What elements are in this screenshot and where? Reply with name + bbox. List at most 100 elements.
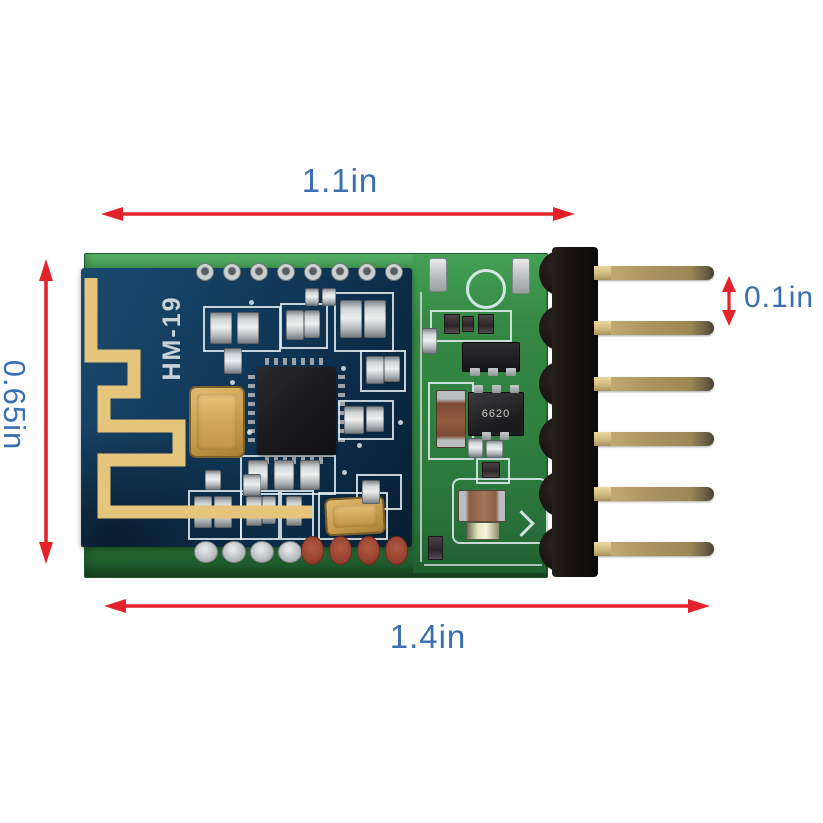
- dimension-label-bottom: 1.4in: [389, 618, 467, 655]
- smd-capacitor: [304, 310, 320, 338]
- silkscreen-outline: [338, 400, 394, 440]
- component-lead: [500, 432, 509, 440]
- red-pad: [385, 536, 408, 565]
- main-ic-chip: [257, 367, 336, 455]
- component-lead: [470, 368, 480, 376]
- smd-resistor: [478, 314, 494, 334]
- dimension-arrow-pin-pitch: [722, 276, 736, 326]
- header-pin: [594, 321, 714, 335]
- dimension-label-left: 0.65in: [0, 359, 32, 451]
- smd-capacitor: [205, 470, 221, 490]
- smd-resistor: [482, 462, 500, 478]
- ic-pins-left: [248, 375, 255, 447]
- via-dot: [249, 300, 254, 305]
- dimension-arrow-bottom: [104, 599, 710, 613]
- castellated-pad: [277, 263, 295, 281]
- smd-capacitor: [322, 288, 336, 306]
- solder-joint: [278, 541, 302, 563]
- status-led: [466, 522, 500, 540]
- smd-capacitor: [194, 496, 212, 528]
- dimension-label-top: 1.1in: [301, 162, 379, 199]
- smd-resistor: [462, 316, 474, 332]
- castellated-pad: [385, 263, 403, 281]
- regulator-marking: 6620: [481, 408, 511, 420]
- smd-capacitor: [210, 312, 232, 344]
- solder-joint: [250, 541, 274, 563]
- silkscreen-line-vertical: [420, 292, 422, 562]
- smd-capacitor: [486, 440, 503, 458]
- smd-capacitor: [286, 310, 304, 340]
- smd-capacitor: [243, 474, 261, 496]
- smd-capacitor: [366, 356, 384, 384]
- dimension-arrow-top: [101, 207, 575, 221]
- via-dot: [398, 420, 403, 425]
- smd-capacitor: [384, 356, 400, 382]
- silkscreen-outline: [476, 458, 510, 484]
- solder-joint: [194, 541, 218, 563]
- crystal-face: [332, 503, 378, 529]
- via-dot: [247, 430, 252, 435]
- red-pad: [329, 536, 352, 565]
- ic-pins-right: [338, 375, 345, 447]
- smd-capacitor: [274, 460, 294, 490]
- castellated-pad: [223, 263, 241, 281]
- smd-capacitor: [344, 406, 364, 434]
- component-lead: [510, 385, 519, 393]
- smd-resistor: [444, 314, 460, 334]
- smd-capacitor: [468, 438, 483, 458]
- smd-capacitor: [366, 406, 384, 432]
- smd-capacitor: [364, 300, 386, 338]
- pin-header-body: [552, 247, 598, 577]
- tantalum-capacitor: [436, 390, 466, 448]
- castellated-pad: [331, 263, 349, 281]
- via-dot: [230, 380, 235, 385]
- component-lead: [492, 385, 501, 393]
- component-lead: [482, 432, 491, 440]
- header-pin: [594, 266, 714, 280]
- via-dot: [341, 366, 346, 371]
- smd-capacitor: [300, 460, 320, 490]
- silkscreen-circle: [466, 269, 506, 309]
- smd-capacitor: [286, 496, 302, 526]
- solder-pad: [512, 258, 530, 294]
- module-silkscreen-label: HM-19: [158, 295, 186, 381]
- smd-capacitor: [340, 300, 362, 338]
- castellated-pad: [250, 263, 268, 281]
- silkscreen-line-horizontal: [424, 564, 542, 566]
- smd-capacitor: [262, 496, 276, 524]
- silkscreen-outline: [318, 492, 388, 540]
- solder-pad: [429, 258, 447, 292]
- castellated-pad: [196, 263, 214, 281]
- smd-capacitor: [422, 328, 437, 354]
- header-pin: [594, 542, 714, 556]
- red-pad: [301, 536, 324, 565]
- smd-capacitor: [214, 496, 232, 528]
- red-pad: [357, 536, 380, 565]
- dimension-arrow-left: [39, 259, 53, 564]
- smd-capacitor: [305, 288, 319, 306]
- smd-capacitor: [246, 496, 262, 526]
- smd-capacitor: [224, 348, 242, 374]
- silkscreen-outline: [430, 310, 512, 342]
- header-pin: [594, 432, 714, 446]
- castellated-pad: [358, 263, 376, 281]
- crystal-oscillator: [189, 386, 245, 458]
- header-pin: [594, 377, 714, 391]
- ceramic-capacitor: [458, 490, 506, 522]
- component-lead: [506, 368, 516, 376]
- smd-capacitor: [237, 312, 259, 344]
- smd-capacitor: [362, 480, 380, 504]
- castellated-pad: [304, 263, 322, 281]
- header-pin: [594, 487, 714, 501]
- solder-joint: [222, 541, 246, 563]
- ic-pins-top: [265, 358, 328, 365]
- component-lead: [488, 368, 498, 376]
- via-dot: [357, 443, 362, 448]
- via-dot: [342, 470, 347, 475]
- regulator-ic: 6620: [468, 392, 524, 436]
- crystal-face: [197, 394, 237, 450]
- component-lead: [474, 385, 483, 393]
- silkscreen-outline: [360, 350, 406, 392]
- smd-resistor: [428, 536, 443, 560]
